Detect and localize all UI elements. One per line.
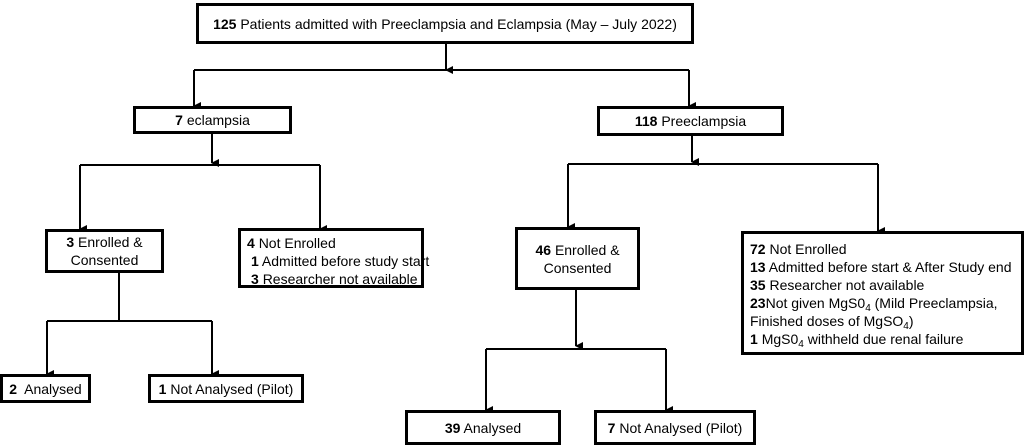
preeclampsia-reason-3-count: 23 <box>750 295 766 311</box>
preeclampsia-analysed-box: 39 Analysed <box>405 410 561 445</box>
eclampsia-not-enrolled-label: Not Enrolled <box>258 235 336 251</box>
eclampsia-enrolled-box: 3 Enrolled & Consented <box>45 229 164 273</box>
preeclampsia-not-analysed-box: 7 Not Analysed (Pilot) <box>594 410 756 445</box>
root-text: Patients admitted with Preeclampsia and … <box>240 15 677 32</box>
eclampsia-not-analysed-box: 1 Not Analysed (Pilot) <box>148 374 304 403</box>
eclampsia-label: eclampsia <box>186 112 250 128</box>
preeclampsia-enrolled-box: 46 Enrolled & Consented <box>515 227 640 290</box>
root-box: 125 Patients admitted with Preeclampsia … <box>196 3 694 44</box>
preeclampsia-reason-2-text: Researcher not available <box>769 277 925 293</box>
preeclampsia-not-analysed-count: 7 <box>607 419 616 436</box>
eclampsia-not-analysed-count: 1 <box>158 380 167 397</box>
eclampsia-analysed-count: 2 <box>9 380 18 397</box>
eclampsia-reason-2-text: Researcher not available <box>262 271 418 287</box>
preeclampsia-reason-4-sub-a: 4 <box>798 339 804 350</box>
preeclampsia-analysed-count: 39 <box>444 419 461 436</box>
eclampsia-analysed-label: Analysed <box>24 380 82 397</box>
eclampsia-reason-1-text: Admitted before study start <box>261 253 430 269</box>
preeclampsia-reason-3-sub-c: 4 <box>903 321 909 332</box>
preeclampsia-not-enrolled-box: 72 Not Enrolled 13 Admitted before start… <box>741 231 1024 355</box>
preeclampsia-enrolled-count: 46 <box>535 241 552 258</box>
preeclampsia-reason-4-count: 1 <box>750 331 758 347</box>
preeclampsia-reason-1-count: 13 <box>750 259 766 275</box>
preeclampsia-reason-3-text-d: ) <box>908 313 914 329</box>
preeclampsia-not-enrolled-count: 72 <box>750 241 766 257</box>
eclampsia-enrolled-count: 3 <box>66 234 75 250</box>
eclampsia-enrolled-line2: Consented <box>70 252 139 268</box>
eclampsia-box: 7 eclampsia <box>133 106 292 134</box>
eclampsia-reason-1-count: 1 <box>251 253 259 269</box>
eclampsia-not-analysed-label: Not Analysed (Pilot) <box>170 380 294 397</box>
eclampsia-reason-2-count: 3 <box>251 271 259 287</box>
preeclampsia-reason-3-text-c: Finished doses of MgSO <box>750 313 904 329</box>
root-count: 125 <box>213 15 237 32</box>
preeclampsia-count: 118 <box>634 113 658 129</box>
eclampsia-not-enrolled-count: 4 <box>247 235 255 251</box>
preeclampsia-reason-4-text-b: withheld due renal failure <box>803 331 964 347</box>
preeclampsia-reason-3-sub-a: 4 <box>865 303 871 314</box>
preeclampsia-not-analysed-label: Not Analysed (Pilot) <box>619 419 743 436</box>
preeclampsia-enrolled-line2: Consented <box>543 259 612 276</box>
preeclampsia-reason-2-count: 35 <box>750 277 766 293</box>
preeclampsia-reason-3-text-b: (Mild Preeclampsia, <box>870 295 998 311</box>
preeclampsia-label: Preeclampsia <box>661 113 747 129</box>
preeclampsia-reason-1-text: Admitted before start & After Study end <box>768 259 1012 275</box>
preeclampsia-box: 118 Preeclampsia <box>597 106 784 136</box>
eclampsia-enrolled-line1: Enrolled & <box>78 234 143 250</box>
eclampsia-count: 7 <box>175 112 183 128</box>
preeclampsia-not-enrolled-label: Not Enrolled <box>769 241 847 257</box>
preeclampsia-analysed-label: Analysed <box>463 419 522 436</box>
preeclampsia-enrolled-line1: Enrolled & <box>554 241 620 258</box>
eclampsia-not-enrolled-box: 4 Not Enrolled 1 Admitted before study s… <box>238 228 429 288</box>
preeclampsia-reason-3-text-a: Not given MgS0 <box>765 295 866 311</box>
preeclampsia-reason-4-text-a: MgS0 <box>761 331 799 347</box>
eclampsia-analysed-box: 2 Analysed <box>0 374 91 403</box>
